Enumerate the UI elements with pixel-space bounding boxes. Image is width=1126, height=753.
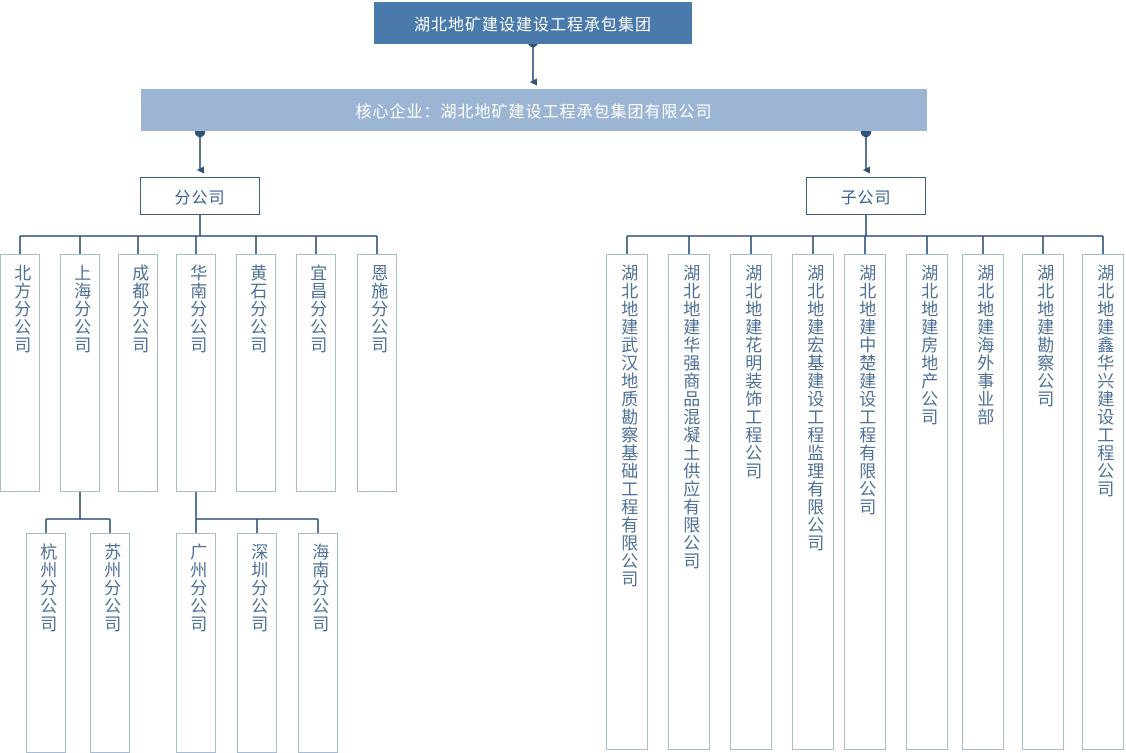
branch-node[interactable]: 上海分公司 <box>60 254 100 492</box>
category-label-branch: 分公司 <box>174 190 226 207</box>
branch-node-label: 华南分公司 <box>187 264 207 354</box>
subsidiary-node[interactable]: 湖北地建武汉地质勘察基础工程有限公司 <box>606 254 648 750</box>
subsidiary-node[interactable]: 湖北地建鑫华兴建设工程公司 <box>1082 254 1124 750</box>
branch-node[interactable]: 成都分公司 <box>118 254 158 492</box>
wire-shanghai-children <box>45 492 111 533</box>
wire-core-to-branch <box>194 126 206 174</box>
sub-branch-node-label: 杭州分公司 <box>37 543 57 633</box>
subsidiary-node-label: 湖北地建鑫华兴建设工程公司 <box>1094 264 1114 498</box>
subsidiary-node[interactable]: 湖北地建勘察公司 <box>1022 254 1064 750</box>
branch-node-label: 北方分公司 <box>11 264 31 354</box>
branch-node[interactable]: 宜昌分公司 <box>296 254 336 492</box>
subsidiary-node-label: 湖北地建勘察公司 <box>1034 264 1054 408</box>
sub-branch-node[interactable]: 广州分公司 <box>176 533 216 753</box>
wire-branch-bus <box>19 215 378 254</box>
root-node-label: 湖北地矿建设建设工程承包集团 <box>413 17 652 34</box>
branch-node[interactable]: 黄石分公司 <box>236 254 276 492</box>
subsidiary-node[interactable]: 湖北地建海外事业部 <box>962 254 1004 750</box>
subsidiary-node-label: 湖北地建房地产公司 <box>918 264 938 426</box>
branch-node-label: 宜昌分公司 <box>307 264 327 354</box>
core-enterprise-node[interactable]: 核心企业：湖北地矿建设工程承包集团有限公司 <box>141 89 927 131</box>
branch-node-label: 恩施分公司 <box>368 264 388 354</box>
subsidiary-node[interactable]: 湖北地建宏基建设工程监理有限公司 <box>792 254 834 750</box>
root-node[interactable]: 湖北地矿建设建设工程承包集团 <box>374 2 692 44</box>
branch-node[interactable]: 华南分公司 <box>176 254 216 492</box>
sub-branch-node-label: 深圳分公司 <box>248 543 268 633</box>
subsidiary-node[interactable]: 湖北地建华强商品混凝土供应有限公司 <box>668 254 710 750</box>
sub-branch-node-label: 海南分公司 <box>309 543 329 633</box>
sub-branch-node-label: 广州分公司 <box>187 543 207 633</box>
sub-branch-node[interactable]: 苏州分公司 <box>90 533 130 753</box>
wire-huanan-children <box>195 492 319 533</box>
sub-branch-node-label: 苏州分公司 <box>101 543 121 633</box>
core-enterprise-label: 核心企业：湖北地矿建设工程承包集团有限公司 <box>355 104 713 121</box>
subsidiary-node-label: 湖北地建华强商品混凝土供应有限公司 <box>680 264 700 570</box>
category-label-subsidiary: 子公司 <box>840 190 892 207</box>
branch-node-label: 黄石分公司 <box>247 264 267 354</box>
subsidiary-node-label: 湖北地建中楚建设工程有限公司 <box>856 264 876 516</box>
subsidiary-node[interactable]: 湖北地建房地产公司 <box>906 254 948 750</box>
sub-branch-node[interactable]: 杭州分公司 <box>26 533 66 753</box>
subsidiary-node[interactable]: 湖北地建花明装饰工程公司 <box>730 254 772 750</box>
branch-node-label: 成都分公司 <box>129 264 149 354</box>
subsidiary-node-label: 湖北地建武汉地质勘察基础工程有限公司 <box>618 264 638 588</box>
subsidiary-node-label: 湖北地建花明装饰工程公司 <box>742 264 762 480</box>
category-node-subsidiary[interactable]: 子公司 <box>806 177 926 215</box>
category-node-branch[interactable]: 分公司 <box>140 177 260 215</box>
sub-branch-node[interactable]: 深圳分公司 <box>237 533 277 753</box>
wire-core-to-subsidiary <box>860 126 872 174</box>
subsidiary-node[interactable]: 湖北地建中楚建设工程有限公司 <box>844 254 886 750</box>
subsidiary-node-label: 湖北地建海外事业部 <box>974 264 994 426</box>
branch-node[interactable]: 恩施分公司 <box>357 254 397 492</box>
branch-node[interactable]: 北方分公司 <box>0 254 40 492</box>
sub-branch-node[interactable]: 海南分公司 <box>298 533 338 753</box>
subsidiary-node-label: 湖北地建宏基建设工程监理有限公司 <box>804 264 824 552</box>
branch-node-label: 上海分公司 <box>71 264 91 354</box>
wire-subsidiary-bus <box>626 215 1104 254</box>
